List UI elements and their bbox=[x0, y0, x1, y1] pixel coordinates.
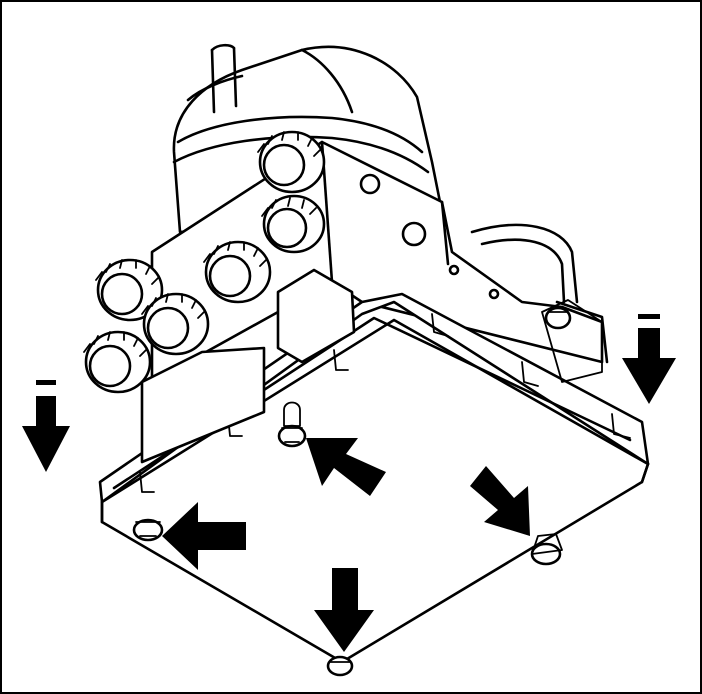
arrow-head bbox=[22, 426, 70, 472]
mounting-nut-3 bbox=[530, 533, 563, 566]
hydraulic-valve-block bbox=[150, 140, 609, 384]
arrow-shaft bbox=[638, 328, 660, 358]
port-fitting-6 bbox=[83, 330, 152, 394]
right-view-arrow bbox=[622, 314, 676, 404]
arrow-shaft bbox=[36, 396, 56, 426]
rivet-1 bbox=[448, 264, 460, 276]
mounting-hole-upper bbox=[359, 173, 381, 195]
arrows bbox=[22, 314, 676, 652]
left-view-arrow bbox=[22, 380, 70, 472]
brake-line-ports bbox=[83, 130, 326, 394]
port-fitting-2 bbox=[261, 194, 326, 254]
mounting-nut-2 bbox=[277, 401, 307, 448]
note-mark-bar-2 bbox=[638, 314, 660, 319]
note-mark-bar-1 bbox=[36, 380, 56, 385]
rivet-2 bbox=[488, 288, 500, 300]
arrow-to-nut-1 bbox=[162, 502, 246, 570]
port-fitting-4 bbox=[141, 292, 210, 356]
port-fitting-5 bbox=[203, 240, 272, 304]
arrow-to-nut-4 bbox=[314, 568, 374, 652]
mounting-nut-1 bbox=[132, 518, 164, 542]
arrow-head bbox=[622, 358, 676, 404]
electronic-control-module bbox=[98, 268, 650, 677]
arrow-to-nut-2 bbox=[306, 438, 386, 496]
arrow-to-nut-3 bbox=[470, 466, 530, 536]
port-fitting-1 bbox=[257, 130, 326, 194]
port-fitting-3 bbox=[95, 258, 164, 322]
mounting-hole-side bbox=[401, 221, 427, 247]
mounting-nut-4 bbox=[326, 655, 354, 677]
mounting-nut-5 bbox=[544, 306, 572, 330]
